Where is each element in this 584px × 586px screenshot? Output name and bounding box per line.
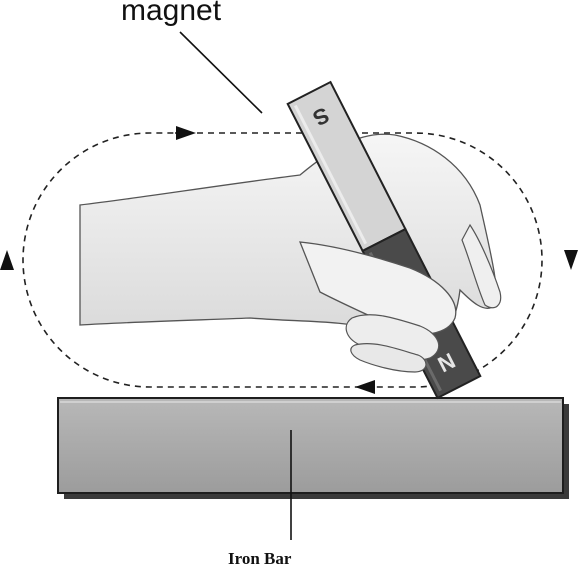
iron-bar-label: Iron Bar <box>228 549 292 568</box>
arrow-right-icon <box>176 126 196 140</box>
hand-finger-middle <box>350 343 427 373</box>
hand-finger-index <box>345 314 440 361</box>
arrow-down-icon <box>564 250 578 270</box>
hand-finger-tip <box>461 223 502 309</box>
arrow-up-icon <box>0 250 14 270</box>
magnet-label: magnet <box>121 0 222 27</box>
magnet-leader-line <box>179 31 263 114</box>
iron-bar <box>57 397 564 494</box>
stroke-path-dashed <box>22 132 543 388</box>
arrow-left-icon <box>355 380 375 394</box>
